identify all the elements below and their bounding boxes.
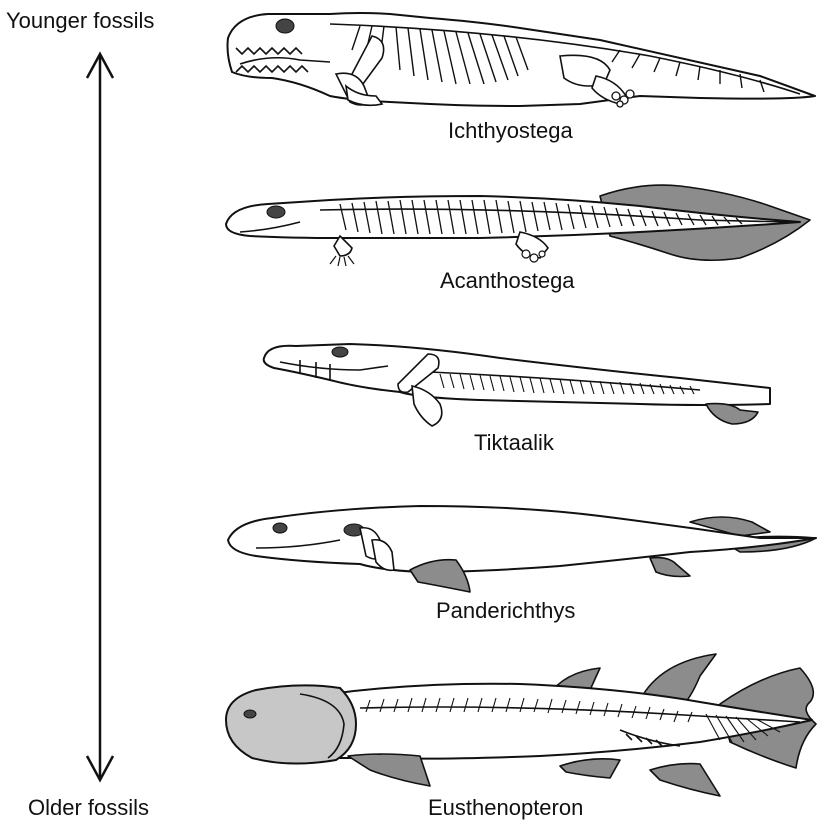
eusthenopteron-skeleton-illustration: [226, 654, 816, 796]
time-arrow-icon: [87, 54, 113, 780]
tiktaalik-skeleton-illustration: [264, 344, 770, 426]
acanthostega-skeleton-illustration: [226, 185, 810, 266]
ichthyostega-skeleton-illustration: [228, 13, 816, 107]
panderichthys-skeleton-illustration: [228, 506, 816, 592]
